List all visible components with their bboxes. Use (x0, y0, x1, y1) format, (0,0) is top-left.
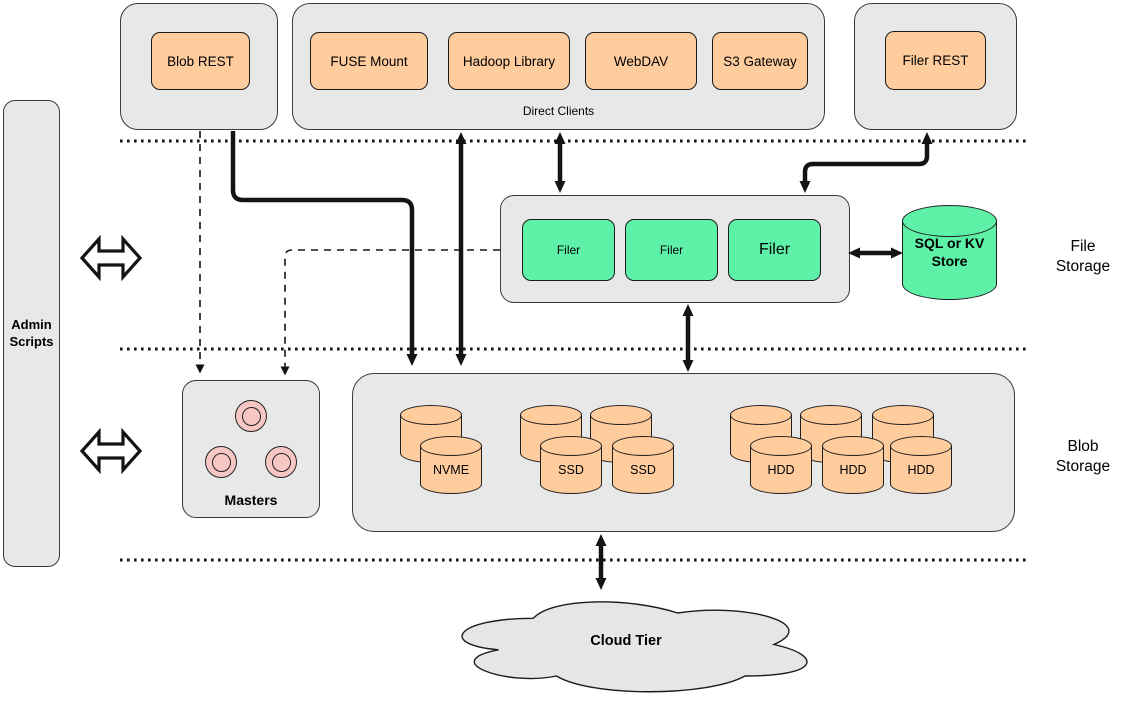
arrow-filer-to-masters-dashed (280, 249, 500, 376)
arrow-blobrest-to-volumes (230, 131, 418, 366)
file-storage-section-label: File Storage (1055, 238, 1111, 276)
masters-group (182, 380, 320, 518)
blob-rest-label: Blob REST (167, 53, 234, 69)
direct-clients-label: Direct Clients (522, 104, 595, 118)
filer-label-3: Filer (758, 241, 791, 258)
master-node-circle (205, 446, 237, 478)
fuse-mount-node: FUSE Mount (310, 32, 428, 90)
hdd-volume-cylinder: HDD (750, 436, 812, 494)
hadoop-library-node: Hadoop Library (448, 32, 570, 90)
master-node-circle (265, 446, 297, 478)
filer-label-1: Filer (556, 243, 581, 257)
arrow-filerrest-to-filers (799, 132, 933, 193)
ssd-label-1: SSD (558, 463, 584, 477)
nvme-volume-cylinder: NVME (420, 436, 482, 494)
blob-storage-section-label: Blob Storage (1055, 438, 1111, 476)
filer-rest-label: Filer REST (902, 53, 969, 68)
ssd-volume-cylinder: SSD (540, 436, 602, 494)
hdd-label-3: HDD (907, 463, 935, 477)
filer-label-2: Filer (659, 243, 684, 257)
filer-rest-node: Filer REST (885, 31, 986, 90)
master-node-circle (235, 400, 267, 432)
blob-rest-node: Blob REST (151, 32, 250, 90)
filer-node-3: Filer (728, 219, 821, 281)
hdd-volume-cylinder: HDD (890, 436, 952, 494)
sql-kv-store-cylinder: SQL or KV Store (902, 205, 997, 300)
webdav-node: WebDAV (585, 32, 697, 90)
filer-node-2: Filer (625, 219, 718, 281)
admin-double-arrow-blob-storage (79, 427, 143, 475)
webdav-label: WebDAV (613, 53, 669, 69)
hdd-volume-cylinder: HDD (822, 436, 884, 494)
ssd-label-2: SSD (630, 463, 656, 477)
hdd-label-1: HDD (767, 463, 795, 477)
s3-gateway-node: S3 Gateway (712, 32, 808, 90)
fuse-mount-label: FUSE Mount (330, 53, 408, 69)
nvme-label: NVME (432, 463, 470, 477)
cloud-tier-label: Cloud Tier (590, 633, 662, 649)
hdd-label-2: HDD (839, 463, 867, 477)
masters-label: Masters (224, 492, 278, 508)
hadoop-library-label: Hadoop Library (462, 53, 556, 69)
sql-kv-store-label: SQL or KV Store (914, 235, 985, 269)
admin-scripts-label: Admin Scripts (9, 316, 54, 349)
admin-scripts-panel: Admin Scripts (3, 100, 60, 567)
s3-gateway-label: S3 Gateway (723, 53, 797, 69)
admin-double-arrow-file-storage (79, 234, 143, 282)
ssd-volume-cylinder: SSD (612, 436, 674, 494)
filer-node-1: Filer (522, 219, 615, 281)
